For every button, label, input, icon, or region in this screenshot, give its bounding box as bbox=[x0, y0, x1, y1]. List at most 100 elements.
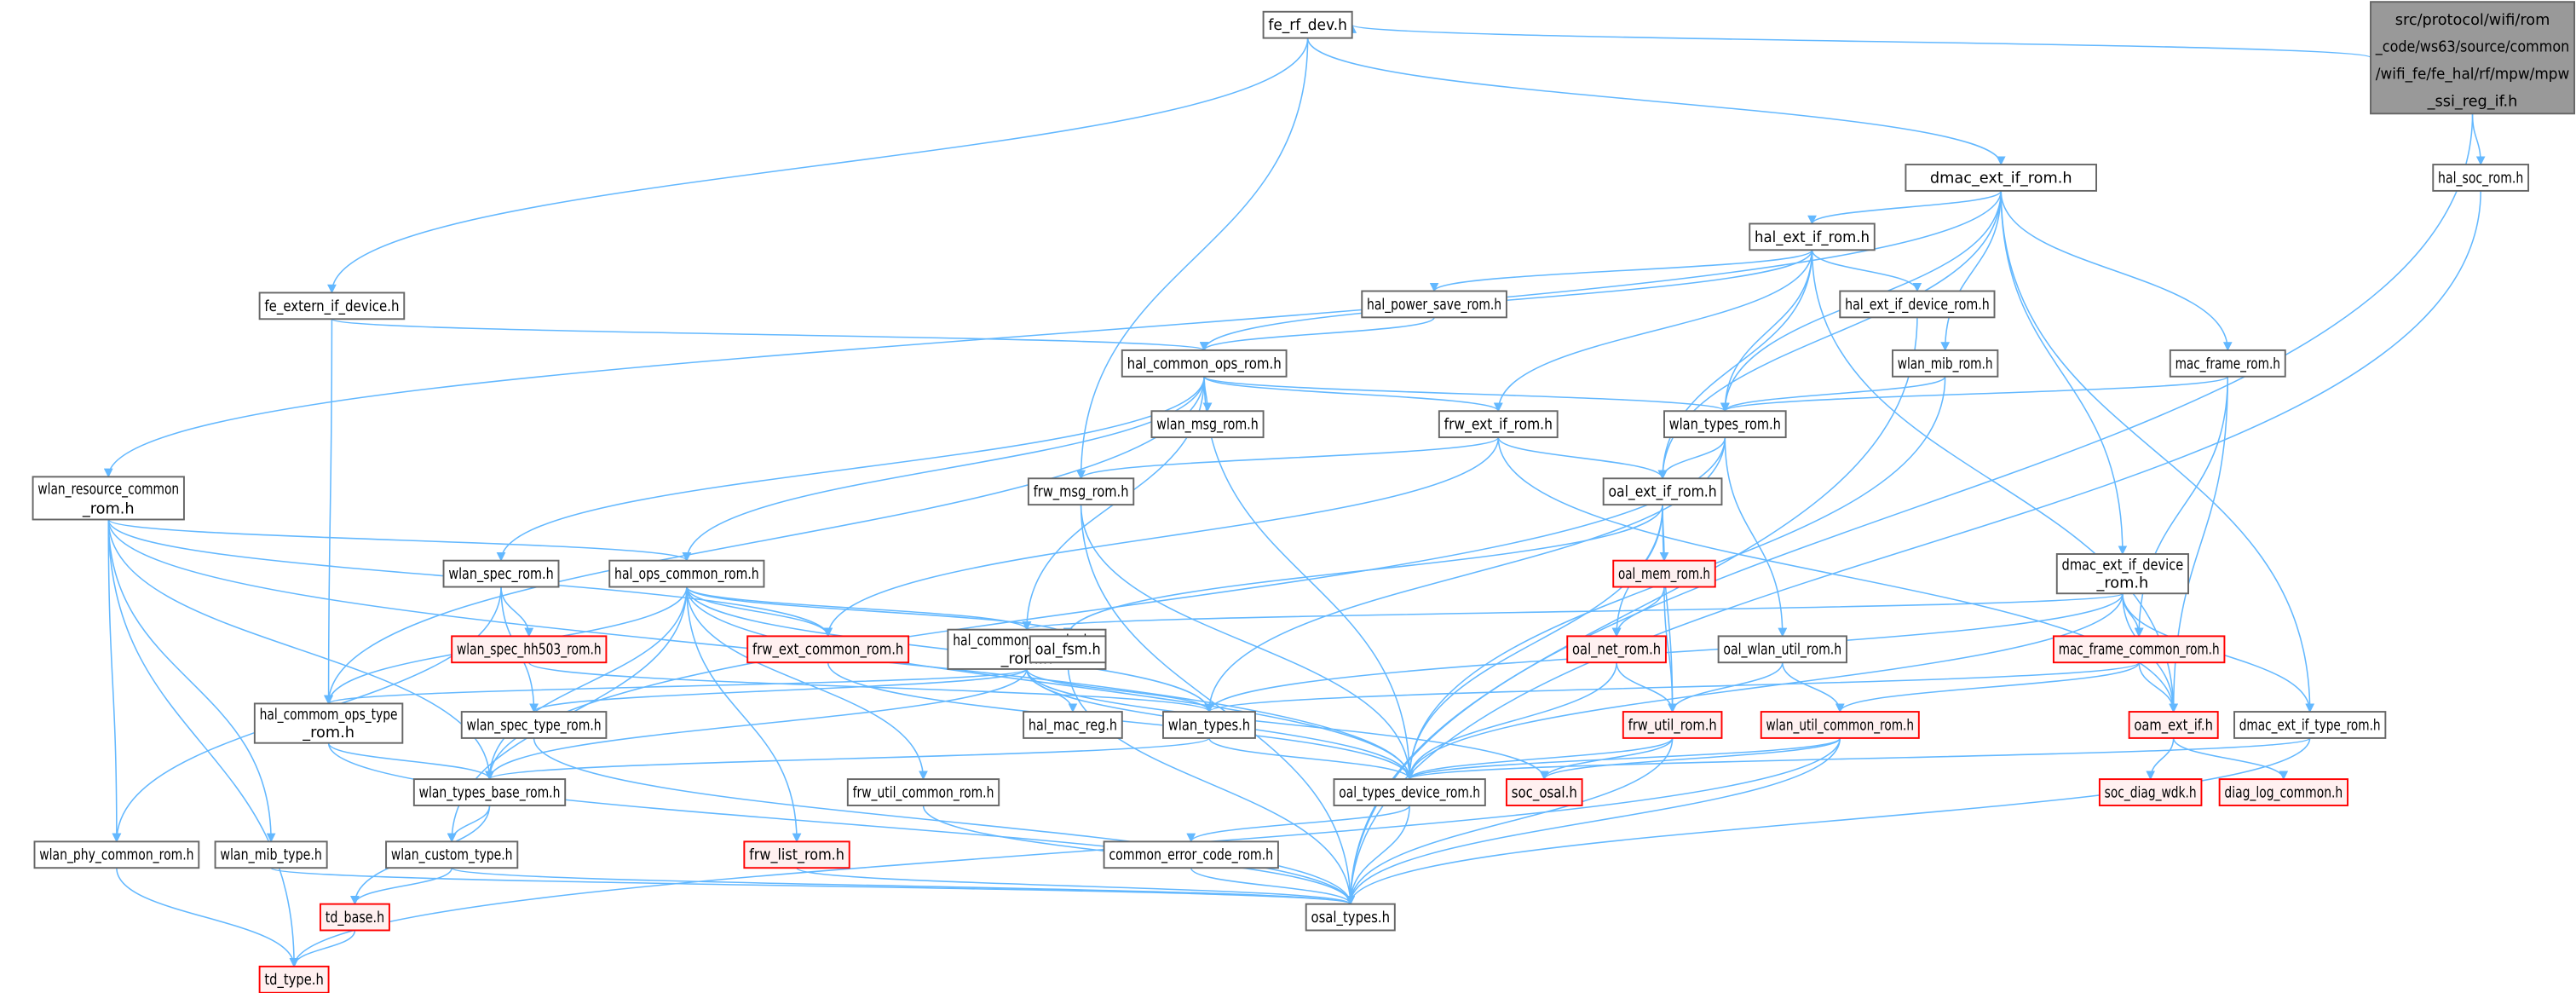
node-label: diag_log_common.h bbox=[2224, 784, 2343, 801]
node-box bbox=[1839, 290, 1996, 319]
node-hal-ext-if-device-rom[interactable]: hal_ext_if_device_rom.h bbox=[1839, 290, 1996, 319]
node-box bbox=[846, 778, 1000, 806]
edge-oal_wlan_util_rom-to-wlan_util_common_rom bbox=[1782, 662, 1845, 713]
edge-dmac_ext_if_rom-to-dmac_ext_if_device_rom bbox=[2000, 190, 2128, 556]
node-diag-log-common[interactable]: diag_log_common.h bbox=[2218, 778, 2348, 806]
node-label: wlan_msg_rom.h bbox=[1156, 417, 1259, 434]
edge-wlan_types_rom-to-oal_ext_if_rom bbox=[1657, 436, 1726, 480]
node-label: frw_util_rom.h bbox=[1628, 717, 1717, 734]
node-label: oal_wlan_util_rom.h bbox=[1723, 642, 1841, 659]
node-wlan-types-rom[interactable]: wlan_types_rom.h bbox=[1663, 410, 1787, 439]
node-box bbox=[1262, 10, 1353, 39]
node-wlan-util-common-rom[interactable]: wlan_util_common_rom.h bbox=[1760, 711, 1920, 739]
node-oal-mem-rom[interactable]: oal_mem_rom.h bbox=[1612, 559, 1716, 588]
edge-root-to-hal_soc_rom bbox=[2471, 113, 2486, 166]
node-wlan-resource-common-rom[interactable]: wlan_resource_common_rom.h bbox=[32, 476, 185, 521]
node-wlan-custom-type[interactable]: wlan_custom_type.h bbox=[385, 840, 519, 869]
node-box bbox=[1749, 222, 1876, 251]
node-mac-frame-rom[interactable]: mac_frame_rom.h bbox=[2169, 349, 2286, 378]
node-label: td_base.h bbox=[326, 909, 384, 927]
edge-wlan_resource_common_rom-to-wlan_mib_type bbox=[107, 519, 276, 843]
node-fe-extern-if-device[interactable]: fe_extern_if_device.h bbox=[258, 292, 406, 320]
node-soc-diag-wdk[interactable]: soc_diag_wdk.h bbox=[2098, 778, 2203, 806]
node-box bbox=[1103, 840, 1279, 869]
node-label: td_type.h bbox=[264, 972, 323, 989]
node-fe-rf-dev[interactable]: fe_rf_dev.h bbox=[1262, 10, 1353, 39]
node-label: osal_types.h bbox=[1311, 909, 1390, 927]
node-common-error-code-rom[interactable]: common_error_code_rom.h bbox=[1103, 840, 1279, 869]
edge-oal_mem_rom-to-frw_util_rom bbox=[1663, 586, 1678, 713]
node-frw-msg-rom[interactable]: frw_msg_rom.h bbox=[1027, 477, 1135, 506]
edge-oal_net_rom-to-oal_types_device_rom bbox=[1404, 662, 1617, 781]
node-box bbox=[1612, 559, 1716, 588]
node-hal-common-ops-rom[interactable]: hal_common_ops_rom.h bbox=[1121, 349, 1288, 378]
node-hal-power-save-rom[interactable]: hal_power_save_rom.h bbox=[1361, 290, 1507, 319]
edge-oal_ext_if_rom-to-frw_util_rom bbox=[1662, 505, 1678, 713]
node-box bbox=[460, 711, 608, 739]
node-hal-mac-reg[interactable]: hal_mac_reg.h bbox=[1023, 711, 1123, 739]
node-hal-ops-common-rom[interactable]: hal_ops_common_rom.h bbox=[608, 559, 765, 588]
node-label: oal_ext_if_rom.h bbox=[1608, 484, 1716, 501]
node-dmac-ext-if-rom[interactable]: dmac_ext_if_rom.h bbox=[1905, 164, 2098, 192]
node-wlan-msg-rom[interactable]: wlan_msg_rom.h bbox=[1150, 410, 1265, 439]
edge-wlan_spec_rom-to-wlan_spec_hh503_rom bbox=[500, 586, 534, 638]
node-oal-ext-if-rom[interactable]: oal_ext_if_rom.h bbox=[1602, 477, 1723, 506]
node-hal-soc-rom[interactable]: hal_soc_rom.h bbox=[2432, 164, 2530, 192]
node-wlan-types-base-rom[interactable]: wlan_types_base_rom.h bbox=[412, 778, 567, 806]
node-oal-wlan-util-rom[interactable]: oal_wlan_util_rom.h bbox=[1717, 635, 1847, 664]
edge-hal_ops_common_rom-to-wlan_types_base_rom bbox=[485, 586, 688, 781]
node-mac-frame-common-rom[interactable]: mac_frame_common_rom.h bbox=[2052, 635, 2226, 664]
node-dmac-ext-if-type-rom[interactable]: dmac_ext_if_type_rom.h bbox=[2233, 711, 2387, 739]
node-frw-ext-common-rom[interactable]: frw_ext_common_rom.h bbox=[746, 635, 910, 664]
node-oam-ext-if[interactable]: oam_ext_if.h bbox=[2128, 711, 2219, 739]
node-frw-util-common-rom[interactable]: frw_util_common_rom.h bbox=[846, 778, 1000, 806]
node-wlan-mib-type[interactable]: wlan_mib_type.h bbox=[214, 840, 328, 869]
node-wlan-spec-rom[interactable]: wlan_spec_rom.h bbox=[442, 559, 560, 588]
node-wlan-phy-common-rom[interactable]: wlan_phy_common_rom.h bbox=[33, 840, 200, 869]
edge-hal_common_ops_rom-to-wlan_spec_rom bbox=[496, 376, 1205, 562]
node-root[interactable]: src/protocol/wifi/rom_code/ws63/source/c… bbox=[2370, 1, 2576, 115]
edge-fe_rf_dev-to-frw_msg_rom bbox=[1076, 38, 1309, 480]
node-hal-ext-if-rom[interactable]: hal_ext_if_rom.h bbox=[1749, 222, 1876, 251]
node-label: wlan_custom_type.h bbox=[391, 847, 513, 864]
node-label: mac_frame_common_rom.h bbox=[2059, 642, 2220, 659]
node-label: _rom.h bbox=[82, 500, 135, 517]
node-oal-fsm[interactable]: oal_fsm.h bbox=[1029, 635, 1107, 664]
node-frw-util-rom[interactable]: frw_util_rom.h bbox=[1622, 711, 1723, 739]
node-oal-types-device-rom[interactable]: oal_types_device_rom.h bbox=[1333, 778, 1486, 806]
edge-hal_common_ops_device_rom-to-wlan_spec_type_rom bbox=[529, 668, 1028, 713]
node-box bbox=[412, 778, 567, 806]
node-box bbox=[1602, 477, 1723, 506]
node-box bbox=[2052, 635, 2226, 664]
edge-wlan_phy_common_rom-to-td_type bbox=[116, 868, 299, 967]
node-wlan-spec-type-rom[interactable]: wlan_spec_type_rom.h bbox=[460, 711, 608, 739]
node-wlan-types[interactable]: wlan_types.h bbox=[1162, 711, 1256, 739]
node-wlan-mib-rom[interactable]: wlan_mib_rom.h bbox=[1892, 349, 1999, 378]
edge-dmac_ext_if_rom-to-hal_ext_if_rom bbox=[1807, 190, 2002, 225]
node-label: wlan_types_base_rom.h bbox=[419, 784, 561, 801]
node-wlan-spec-hh503-rom[interactable]: wlan_spec_hh503_rom.h bbox=[451, 635, 608, 664]
node-label: _rom.h bbox=[302, 725, 354, 742]
node-label: frw_ext_if_rom.h bbox=[1444, 417, 1553, 434]
node-td-type[interactable]: td_type.h bbox=[258, 965, 330, 993]
node-frw-ext-if-rom[interactable]: frw_ext_if_rom.h bbox=[1438, 410, 1559, 439]
node-box bbox=[1361, 290, 1507, 319]
node-soc-osal[interactable]: soc_osal.h bbox=[1505, 778, 1583, 806]
node-label: oal_fsm.h bbox=[1035, 642, 1101, 659]
node-dmac-ext-if-device-rom[interactable]: dmac_ext_if_device_rom.h bbox=[2055, 553, 2189, 595]
edge-hal_ops_common_rom-to-oal_fsm bbox=[686, 586, 1073, 638]
node-box bbox=[1566, 635, 1667, 664]
node-label: oal_net_rom.h bbox=[1572, 642, 1661, 659]
node-osal-types[interactable]: osal_types.h bbox=[1305, 903, 1396, 932]
edge-hal_ext_if_rom-to-hal_common_ops_rom bbox=[1199, 250, 1813, 351]
edge-fe_extern_if_device-to-hal_common_ops_rom bbox=[331, 318, 1209, 351]
edge-hal_ops_common_rom-to-frw_list_rom bbox=[686, 586, 802, 843]
node-td-base[interactable]: td_base.h bbox=[319, 903, 390, 932]
edge-hal_common_ops_rom-to-hal_commom_ops_type_rom bbox=[324, 376, 1205, 705]
node-hal-commom-ops-type-rom[interactable]: hal_commom_ops_type_rom.h bbox=[253, 702, 404, 744]
node-label: frw_ext_common_rom.h bbox=[752, 642, 903, 659]
node-frw-list-rom[interactable]: frw_list_rom.h bbox=[743, 840, 850, 869]
node-oal-net-rom[interactable]: oal_net_rom.h bbox=[1566, 635, 1667, 664]
edge-fe_rf_dev-to-fe_extern_if_device bbox=[327, 38, 1309, 294]
